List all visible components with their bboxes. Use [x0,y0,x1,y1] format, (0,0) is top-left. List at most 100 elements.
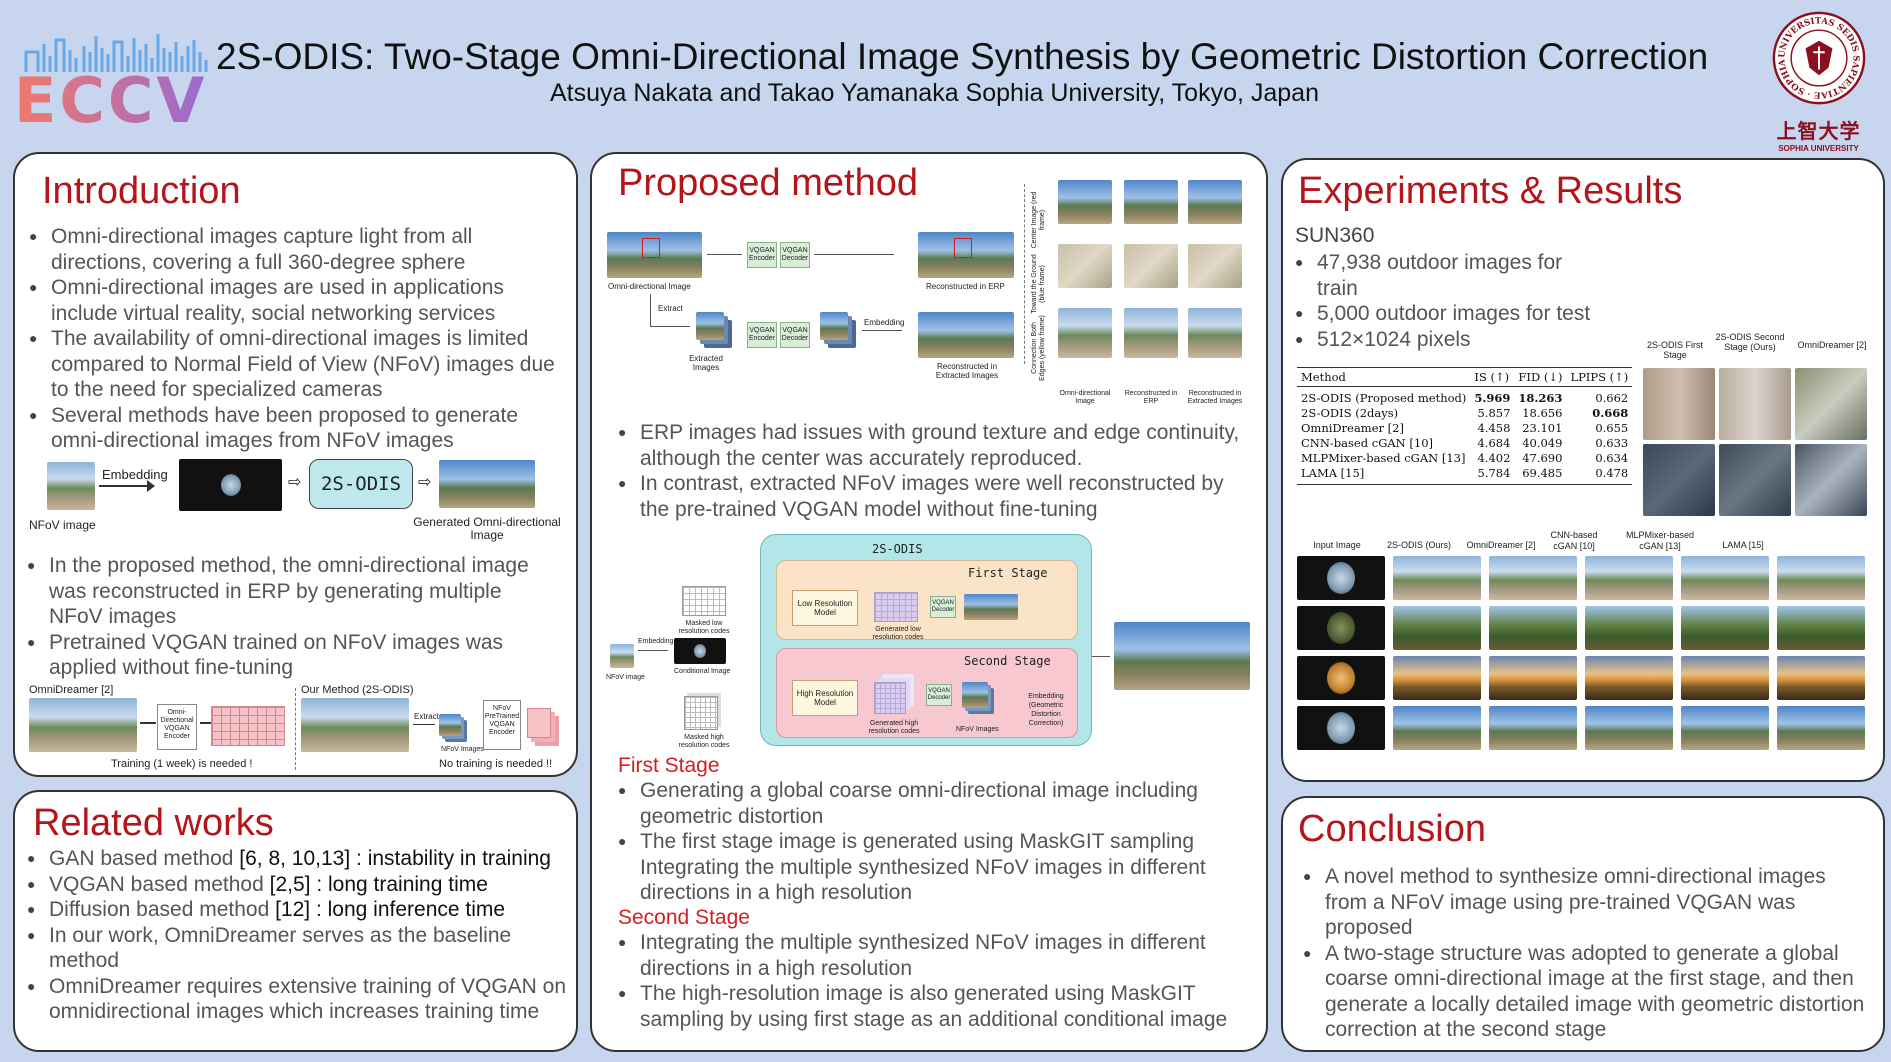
omnidreamer-odi [29,698,137,752]
table-row: OmniDreamer [2] 4.458 23.101 0.655 [1301,421,1629,435]
result-3-3 [1585,656,1673,700]
table-row: LAMA [15] 5.784 69.485 0.478 [1297,466,1633,485]
crop-r2c3 [1188,244,1242,288]
result-3-1 [1393,656,1481,700]
sophia-logo: UNIVERSITAS SEDIS SAPIENTIAE · SOPHIA · … [1756,3,1881,153]
recon-erp-label: Reconstructed in ERP [926,282,1005,291]
crop-2-3 [1795,444,1867,516]
omni-encoder-box: Omni-Directional VQGAN Encoder [157,704,197,750]
vqgan-decoder-box-2: VQGAN Decoder [780,322,810,348]
related-works-bullets: GAN based method [6, 8, 10,13] : instabi… [27,846,567,1025]
omnidreamer-caption: OmniDreamer [2] [29,684,114,696]
red-frame [642,238,660,258]
conclusion-panel: Conclusion A novel method to synthesize … [1281,796,1885,1052]
arrow-line [707,254,742,255]
nfov-images-label: NFoV Images [956,726,999,733]
result-4-3 [1585,706,1673,750]
crop-r1c2 [1124,180,1178,224]
list-item: GAN based method [6, 8, 10,13] : instabi… [27,846,567,872]
result-1-1 [1393,556,1481,600]
arrow-head-icon [147,480,155,492]
table-header-row: Method IS (↑) FID (↓) LPIPS (↑) [1297,367,1633,387]
extracted-label: Extracted Images [689,354,723,372]
odi-input [607,232,702,278]
related-works-panel: Related works GAN based method [6, 8, 10… [13,790,578,1052]
extract-label: Extract [414,712,439,721]
grid-header-omnidreamer: OmniDreamer [2] [1466,540,1536,550]
list-item: Integrating the multiple synthesized NFo… [618,930,1248,981]
first-stage-label: First Stage [968,566,1048,580]
list-item: OmniDreamer requires extensive training … [27,974,567,1025]
proposed-method-panel: Proposed method Omni-directional Image V… [590,152,1268,1052]
result-1-4 [1681,556,1769,600]
col-label-extracted: Reconstructed in Extracted Images [1187,390,1243,405]
extracted-stack [696,312,724,340]
col-label-erp: Reconstructed in ERP [1124,390,1178,405]
list-item: Diffusion based method [12] : long infer… [27,897,567,923]
row-label-ground: Toward the Ground (blue frame) [1031,254,1046,314]
embedded-nfov [221,474,241,496]
nfov-images-label: NFoV Images [441,746,484,753]
result-4-4 [1681,706,1769,750]
nfov-thumbnail [47,462,95,510]
input-nfov-1 [1327,562,1355,594]
list-item: Generating a global coarse omni-directio… [618,778,1248,829]
list-item: 512×1024 pixels [1295,327,1595,353]
introduction-bullets: Omni-directional images capture light fr… [29,224,559,454]
first-stage-heading: First Stage [618,754,720,777]
extract-label: Extract [658,304,683,313]
input-nfov-3 [1327,662,1355,694]
introduction-bullets-2: In the proposed method, the omni-directi… [27,553,557,681]
high-model-box: High Resolution Model [792,680,858,716]
table-header: IS (↑) [1470,367,1515,387]
vqgan-decoder-box: VQGAN Decoder [780,242,810,268]
list-item: 47,938 outdoor images for train [1295,250,1595,301]
row-label-center: Center Image (red frame) [1031,191,1046,249]
crop-r2c1 [1058,244,1112,288]
gen-low-grid [874,592,918,622]
list-item: ERP images had issues with ground textur… [618,420,1248,471]
vqgan-encoder-box: VQGAN Encoder [747,242,777,268]
result-1-2 [1489,556,1577,600]
crop-r1c3 [1188,180,1242,224]
grid-header-lama: LAMA [15] [1722,540,1764,550]
result-4-2 [1489,706,1577,750]
list-item: 5,000 outdoor images for test [1295,301,1595,327]
generated-label: Generated Omni-directional Image [413,515,561,542]
list-item: In our work, OmniDreamer serves as the b… [27,923,567,974]
low-model-box: Low Resolution Model [792,590,858,626]
nfov-images-stack [962,682,988,708]
result-4-1 [1393,706,1481,750]
list-item: Omni-directional images are used in appl… [29,275,559,326]
nfov-stack [439,714,461,736]
result-1-5 [1777,556,1865,600]
eccv-logo: ECCV [14,22,208,137]
arrow-line [1092,656,1110,657]
table-header: LPIPS (↑) [1566,367,1633,387]
list-item: Omni-directional images capture light fr… [29,224,559,275]
first-stage-output [964,594,1018,620]
crop-r3c1 [1058,308,1112,358]
recon-extracted-label: Reconstructed in Extracted Images [935,362,999,380]
red-frame [954,238,972,258]
grid-header-input: Input Image [1313,540,1361,550]
grid-header-ours: 2S-ODIS (Ours) [1386,540,1451,550]
embedding-arrow [99,485,151,487]
dataset-bullets: 47,938 outdoor images for train 5,000 ou… [1295,250,1595,352]
result-3-5 [1777,656,1865,700]
crop-r1c1 [1058,180,1112,224]
second-stage-bullets: Integrating the multiple synthesized NFo… [618,930,1248,1032]
nfov-input [610,644,634,668]
final-output [1114,622,1250,690]
list-item: Pretrained VQGAN trained on NFoV images … [27,630,557,681]
crop-1-2 [1719,368,1791,440]
result-2-2 [1489,606,1577,650]
proposed-bullets: ERP images had issues with ground textur… [618,420,1248,522]
crop-header-omnidreamer: OmniDreamer [2] [1797,340,1867,350]
generated-odi-thumbnail [439,460,535,508]
poster-title: 2S-ODIS: Two-Stage Omni-Directional Imag… [216,36,1709,77]
crop-r3c2 [1124,308,1178,358]
table-row: MLPMixer-based cGAN [13] 4.402 47.690 0.… [1301,451,1629,465]
arrow-icon: ⇨ [288,474,302,491]
conditional-nfov [694,644,706,658]
